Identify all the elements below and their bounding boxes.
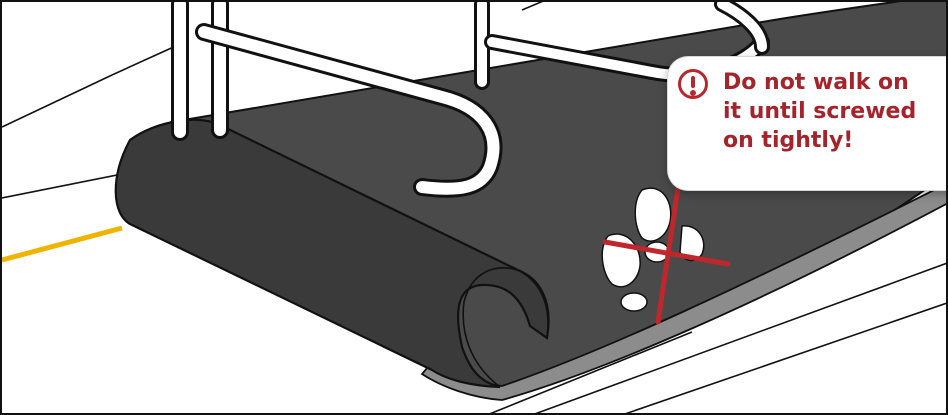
warning-text: Do not walk on it until screwed on tight… [723,68,946,155]
belt-edge [420,183,946,401]
warning-callout: Do not walk on it until screwed on tight… [668,57,946,190]
prohibition-cross-icon [602,185,731,325]
exclamation-circle-icon [678,69,708,99]
warning-line-2: it until screwed [723,99,917,124]
belt-roll-inner [462,267,550,388]
belt-roll [114,118,550,389]
warning-line-3: on tightly! [723,128,854,153]
warning-line-1: Do not walk on [723,70,909,95]
